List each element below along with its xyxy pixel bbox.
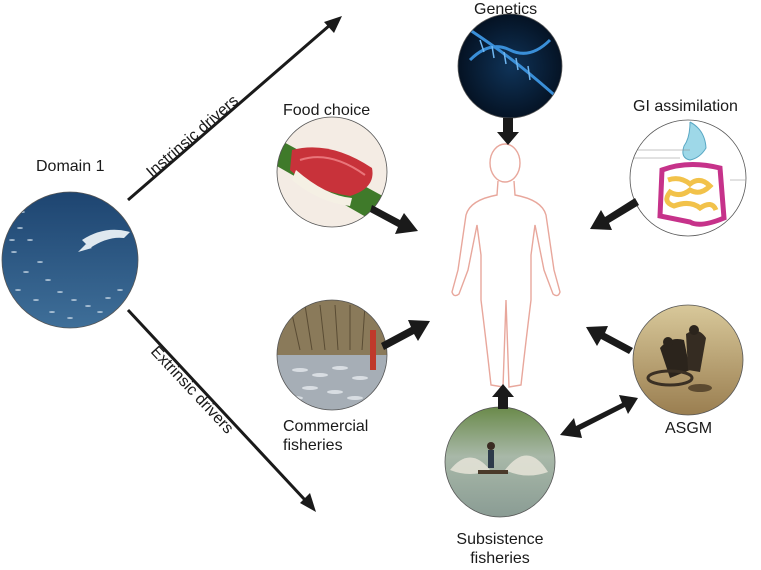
domain1-ocean-fish-school-photo: [1, 191, 139, 329]
arrow-genetics-to-human: [497, 118, 519, 145]
commercial-fisheries-label: Commercial fisheries: [283, 417, 393, 455]
genetics-label: Genetics: [474, 1, 538, 18]
subsistence-fisheries-cast-net-photo: [444, 406, 556, 518]
arrow-subsistence-to-human: [492, 384, 514, 409]
subsistence-fisheries-label-line2: fisheries: [470, 550, 530, 567]
genetics-dna-helix-photo: [457, 13, 563, 119]
food-choice-label: Food choice: [283, 102, 371, 119]
commercial-fisheries-label-line2: fisheries: [283, 437, 343, 454]
subsistence-fisheries-label-line1: Subsistence: [456, 531, 544, 548]
asgm-label: ASGM: [665, 420, 713, 437]
arrow-asgm-to-human: [586, 326, 633, 354]
food-choice-tuna-sushi-photo: [276, 116, 388, 228]
intrinsic-drivers-label: Instrinsic drivers: [143, 92, 241, 181]
human-body-outline: [451, 143, 561, 388]
subsistence-fisheries-label: Subsistence fisheries: [440, 530, 560, 568]
gi-assimilation-label: GI assimilation: [633, 98, 738, 115]
extrinsic-driver-arrow: [126, 308, 316, 512]
gi-assimilation-digestive-tract-illustration: [629, 119, 747, 237]
arrow-asgm-subsistence-bidirectional: [560, 395, 638, 438]
arrow-gi-to-human: [590, 198, 639, 230]
commercial-fisheries-fish-catch-net-photo: [276, 299, 388, 411]
domain1-label: Domain 1: [36, 158, 105, 175]
intrinsic-driver-arrow: [127, 16, 342, 202]
asgm-gold-panning-miners-photo: [632, 304, 744, 416]
arrow-food-to-human: [370, 205, 418, 234]
arrow-commercial-to-human: [381, 320, 430, 350]
extrinsic-drivers-label: Extrinsic drivers: [147, 343, 236, 437]
commercial-fisheries-label-line1: Commercial: [283, 418, 369, 435]
